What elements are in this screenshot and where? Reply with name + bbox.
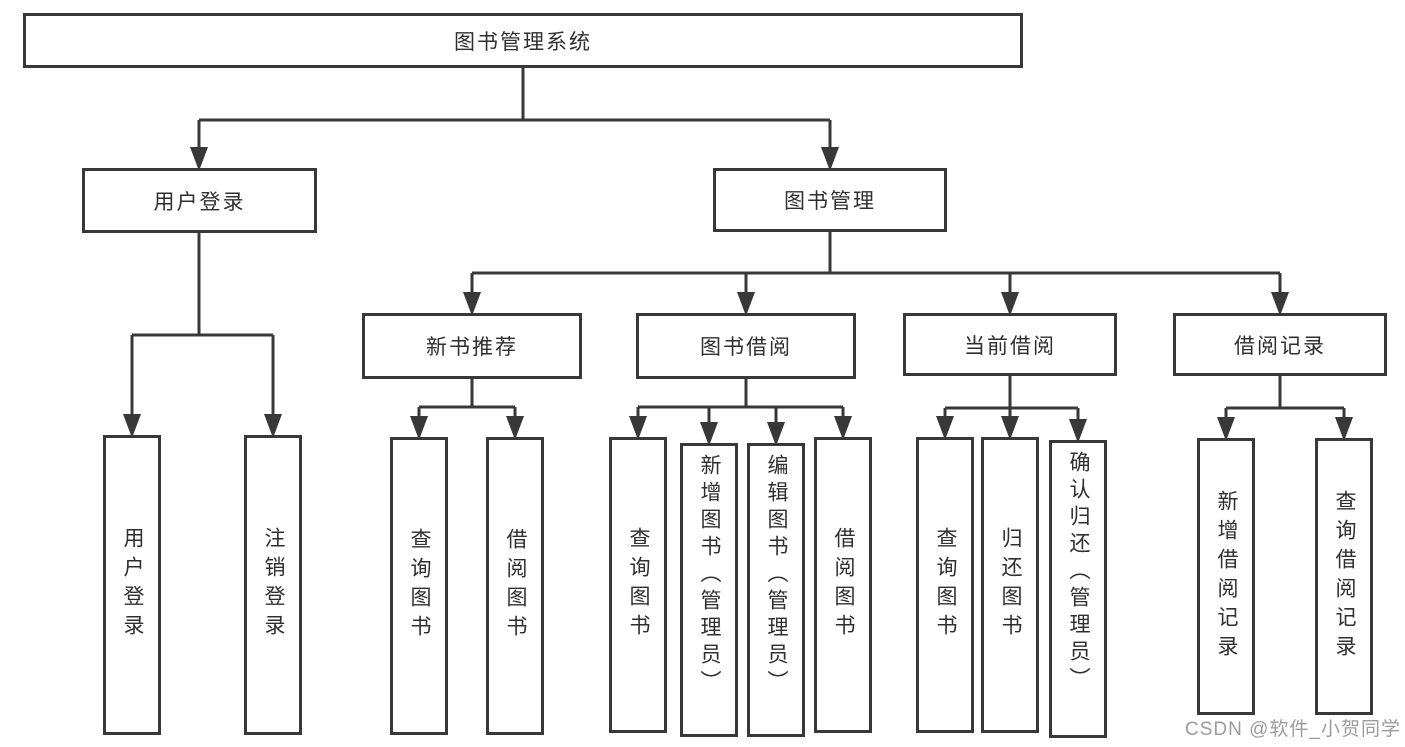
leaf-return-book: 归还图书 bbox=[981, 437, 1039, 733]
arrowheads bbox=[123, 147, 1353, 446]
leaf-query-book-3: 查询图书 bbox=[916, 437, 974, 733]
node-book-management: 图书管理 bbox=[713, 168, 947, 232]
leaf-query-book-2: 查询图书 bbox=[609, 437, 667, 733]
node-new-book-recommend: 新书推荐 bbox=[362, 313, 582, 379]
leaf-query-book-1: 查询图书 bbox=[390, 437, 448, 735]
node-current-borrow: 当前借阅 bbox=[903, 313, 1117, 376]
leaf-user-login: 用户登录 bbox=[103, 435, 161, 735]
leaf-confirm-return-admin: 确认归还（管理员） bbox=[1049, 440, 1107, 738]
leaf-add-borrow-record: 新增借阅记录 bbox=[1197, 438, 1255, 715]
csdn-watermark: CSDN @软件_小贺同学 bbox=[1185, 719, 1401, 740]
node-borrow-record: 借阅记录 bbox=[1173, 313, 1387, 376]
leaf-logout: 注销登录 bbox=[244, 435, 302, 735]
node-user-login: 用户登录 bbox=[82, 168, 317, 233]
leaf-borrow-book-2: 借阅图书 bbox=[814, 437, 872, 733]
leaf-edit-book-admin: 编辑图书（管理员） bbox=[747, 443, 805, 737]
leaf-add-book-admin: 新增图书（管理员） bbox=[680, 443, 738, 737]
leaf-borrow-book-1: 借阅图书 bbox=[486, 437, 544, 735]
leaf-query-borrow-record: 查询借阅记录 bbox=[1315, 438, 1373, 715]
node-book-borrow: 图书借阅 bbox=[636, 313, 856, 379]
node-library-system: 图书管理系统 bbox=[23, 13, 1023, 68]
